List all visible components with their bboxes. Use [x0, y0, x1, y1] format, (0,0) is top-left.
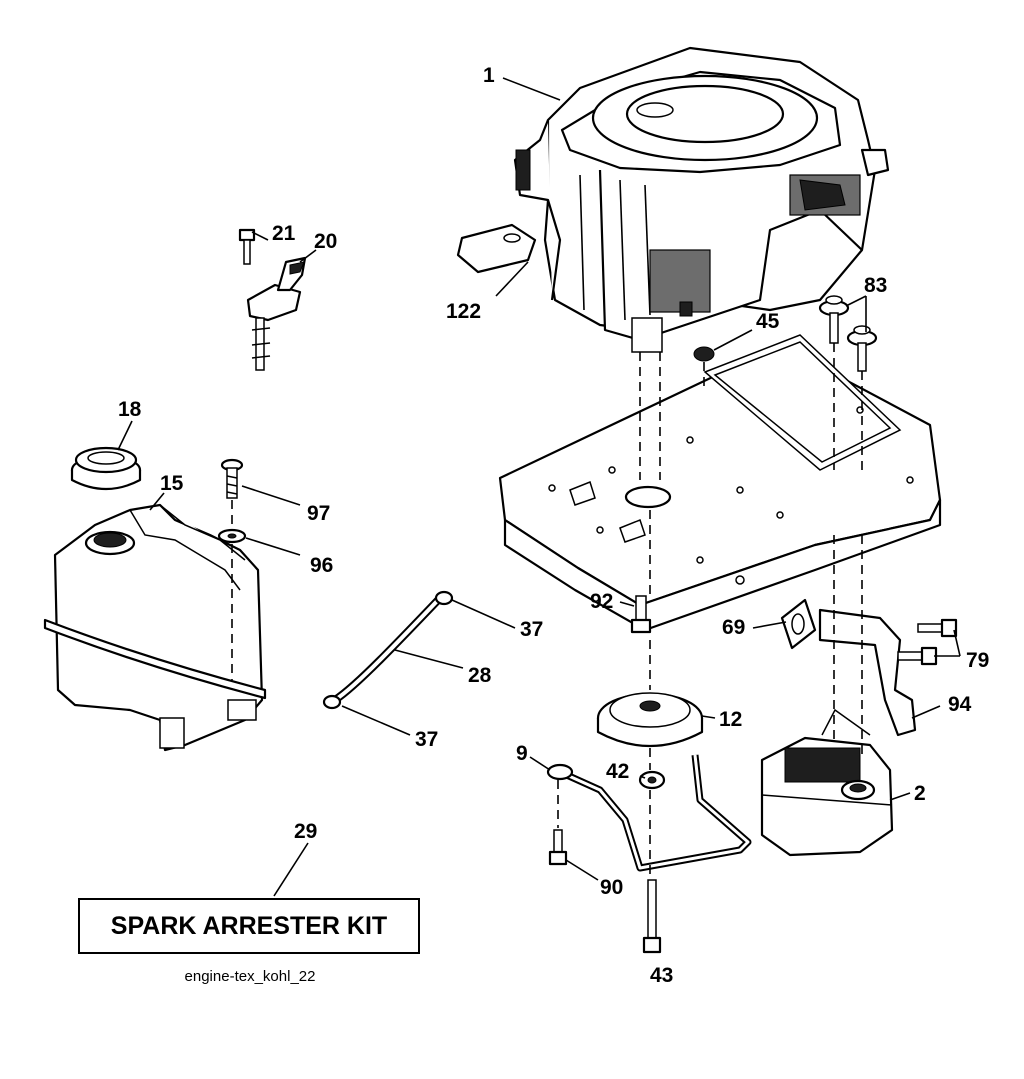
- exhaust-pipe-part: [818, 608, 917, 737]
- washer-part-96: [217, 528, 247, 544]
- muffler-part: [760, 708, 894, 857]
- callout-83: 83: [864, 274, 887, 297]
- bolt-part-79-b: [897, 646, 938, 666]
- callout-18: 18: [118, 398, 142, 421]
- callout-79: 79: [966, 649, 989, 672]
- callout-1: 1: [483, 64, 495, 87]
- washer-part-42: [638, 770, 666, 790]
- hose-clamp-upper: [434, 590, 454, 606]
- fuel-tank-part: [43, 503, 267, 752]
- callout-9: 9: [516, 742, 528, 765]
- leader-lines: [117, 77, 961, 897]
- muffler-bracket-rod: [546, 754, 752, 872]
- callout-15: 15: [160, 472, 184, 495]
- screw-part-97: [220, 458, 244, 499]
- nut-part-45: [693, 346, 715, 362]
- engine-mount-plate: [498, 334, 942, 632]
- callout-42: 42: [606, 760, 629, 783]
- fuel-line-part: [332, 595, 443, 704]
- bolt-part-79-a: [917, 618, 958, 638]
- callout-43: 43: [650, 964, 673, 987]
- diagram-caption: engine-tex_kohl_22: [184, 968, 316, 985]
- callout-28: 28: [468, 664, 492, 687]
- callout-96: 96: [310, 554, 333, 577]
- bolt-part-43: [642, 879, 662, 954]
- fuel-cap-part: [70, 446, 142, 490]
- callout-37-lower: 37: [415, 728, 438, 751]
- callout-37-upper: 37: [520, 618, 543, 641]
- callout-29: 29: [294, 820, 317, 843]
- engine-assembly: [513, 46, 890, 353]
- bolt-part-92: [630, 595, 652, 634]
- callout-122: 122: [446, 300, 481, 323]
- pulley-part: [596, 692, 704, 747]
- bolt-part-83-a: [818, 295, 850, 344]
- callout-94: 94: [948, 693, 972, 716]
- bolt-part-83-b: [846, 325, 878, 372]
- callout-2: 2: [914, 782, 926, 805]
- bolt-part-21: [238, 228, 256, 265]
- callout-97: 97: [307, 502, 330, 525]
- throttle-control-bracket: [246, 256, 307, 371]
- callout-12: 12: [719, 708, 742, 731]
- heat-shield-part: [456, 223, 537, 274]
- callout-20: 20: [314, 230, 337, 253]
- hose-clamp-lower: [322, 694, 342, 710]
- callout-45: 45: [756, 310, 780, 333]
- bolt-part-90: [548, 829, 568, 866]
- spark-arrester-kit-box: SPARK ARRESTER KIT: [78, 898, 420, 954]
- callout-90: 90: [600, 876, 623, 899]
- callout-69: 69: [722, 616, 745, 639]
- spark-arrester-kit-label: SPARK ARRESTER KIT: [110, 911, 388, 940]
- exhaust-gasket-part: [780, 598, 817, 650]
- callout-21: 21: [272, 222, 296, 245]
- callout-92: 92: [590, 590, 613, 613]
